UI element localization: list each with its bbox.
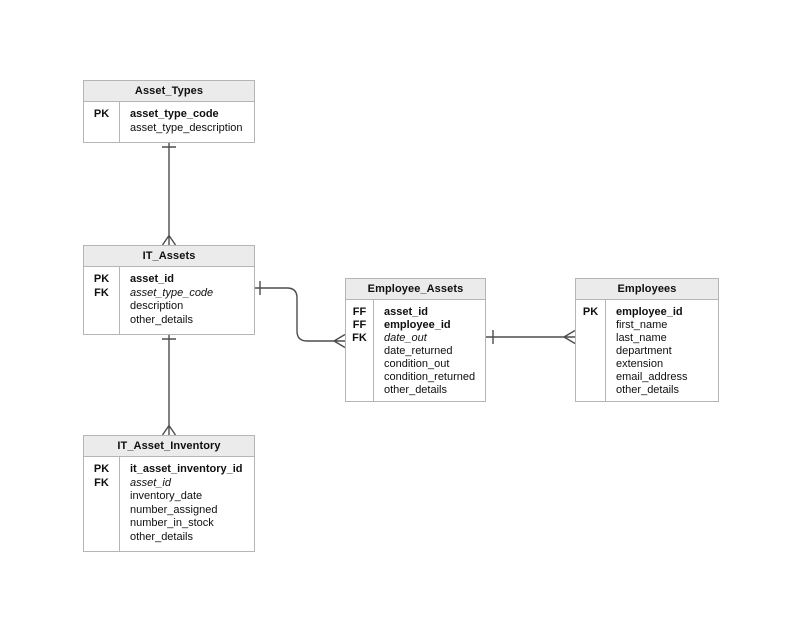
field-name: extension — [616, 358, 664, 370]
entity-it-assets-body: PK FK asset_id asset_type_code descripti… — [84, 267, 254, 334]
field-name: email_address — [616, 371, 688, 383]
connector-it-assets-to-it-asset-inventory[interactable] — [161, 331, 177, 436]
key-label — [84, 504, 119, 518]
key-label — [84, 314, 119, 328]
key-label — [576, 371, 605, 384]
entity-employee-assets-title: Employee_Assets — [346, 279, 485, 300]
key-label — [346, 371, 373, 384]
field-name: other_details — [130, 313, 193, 326]
field-name: other_details — [384, 384, 447, 396]
key-column: FF FF FK — [346, 300, 374, 401]
field-name: condition_returned — [384, 371, 476, 383]
key-label — [346, 358, 373, 371]
entity-employees[interactable]: Employees PK employee_id first_name last… — [575, 278, 719, 402]
key-label — [576, 384, 605, 397]
entity-it-asset-inventory[interactable]: IT_Asset_Inventory PK FK it_asset_invent… — [83, 435, 255, 552]
field-name: last_name — [616, 332, 667, 344]
field-name: asset_id — [130, 476, 171, 489]
connector-it-assets-to-employee-assets[interactable] — [255, 281, 346, 349]
key-column: PK — [84, 102, 120, 142]
key-label — [84, 531, 119, 545]
field-column: employee_id first_name last_name departm… — [606, 300, 718, 401]
key-label — [576, 319, 605, 332]
key-label: FK — [94, 286, 109, 299]
entity-asset-types-title: Asset_Types — [84, 81, 254, 102]
entity-it-asset-inventory-title: IT_Asset_Inventory — [84, 436, 254, 457]
key-label — [84, 122, 119, 136]
field-name: number_assigned — [130, 503, 218, 516]
field-name: description — [130, 300, 184, 312]
field-name: other_details — [130, 530, 193, 543]
key-label: FF — [352, 319, 367, 331]
entity-it-asset-inventory-body: PK FK it_asset_inventory_id asset_id inv… — [84, 457, 254, 551]
key-label — [576, 358, 605, 371]
field-name: employee_id — [384, 319, 451, 331]
key-label — [84, 517, 119, 531]
field-name: it_asset_inventory_id — [130, 463, 243, 475]
key-label: PK — [93, 273, 110, 285]
field-name: asset_type_code — [130, 286, 214, 299]
field-name: date_returned — [384, 345, 453, 357]
key-label: PK — [93, 463, 110, 475]
key-label — [84, 300, 119, 314]
field-name: condition_out — [384, 358, 450, 370]
key-label: FK — [352, 332, 367, 344]
field-column: asset_id employee_id date_out date_retur… — [374, 300, 485, 401]
field-name: number_in_stock — [130, 517, 214, 529]
field-name: asset_type_description — [130, 121, 243, 134]
key-label — [576, 332, 605, 345]
field-name: inventory_date — [130, 490, 203, 502]
key-label — [84, 490, 119, 504]
field-column: it_asset_inventory_id asset_id inventory… — [120, 457, 254, 551]
key-label: PK — [93, 108, 110, 120]
key-label: FF — [352, 306, 367, 318]
key-column: PK FK — [84, 457, 120, 551]
key-label: PK — [582, 306, 599, 318]
key-column: PK FK — [84, 267, 120, 334]
field-name: date_out — [384, 332, 427, 344]
field-name: employee_id — [616, 306, 683, 318]
connector-asset-types-to-it-assets[interactable] — [161, 139, 177, 246]
connector-employee-assets-to-employees[interactable] — [486, 329, 576, 345]
field-name: asset_id — [130, 273, 175, 285]
entity-it-assets-title: IT_Assets — [84, 246, 254, 267]
entity-it-assets[interactable]: IT_Assets PK FK asset_id asset_type_code… — [83, 245, 255, 335]
key-label — [346, 384, 373, 397]
entity-employees-title: Employees — [576, 279, 718, 300]
field-column: asset_id asset_type_code description oth… — [120, 267, 254, 334]
field-name: first_name — [616, 319, 668, 331]
key-label: FK — [94, 476, 109, 489]
entity-employee-assets-body: FF FF FK asset_id employee_id date_out d… — [346, 300, 485, 401]
field-name: department — [616, 345, 672, 357]
field-name: asset_type_code — [130, 108, 219, 120]
key-column: PK — [576, 300, 606, 401]
field-name: other_details — [616, 384, 679, 396]
field-name: asset_id — [384, 306, 429, 318]
entity-employees-body: PK employee_id first_name last_name depa… — [576, 300, 718, 401]
entity-asset-types[interactable]: Asset_Types PK asset_type_code asset_typ… — [83, 80, 255, 143]
key-label — [576, 345, 605, 358]
entity-employee-assets[interactable]: Employee_Assets FF FF FK asset_id employ… — [345, 278, 486, 402]
key-label — [346, 345, 373, 358]
field-column: asset_type_code asset_type_description — [120, 102, 254, 142]
entity-asset-types-body: PK asset_type_code asset_type_descriptio… — [84, 102, 254, 142]
